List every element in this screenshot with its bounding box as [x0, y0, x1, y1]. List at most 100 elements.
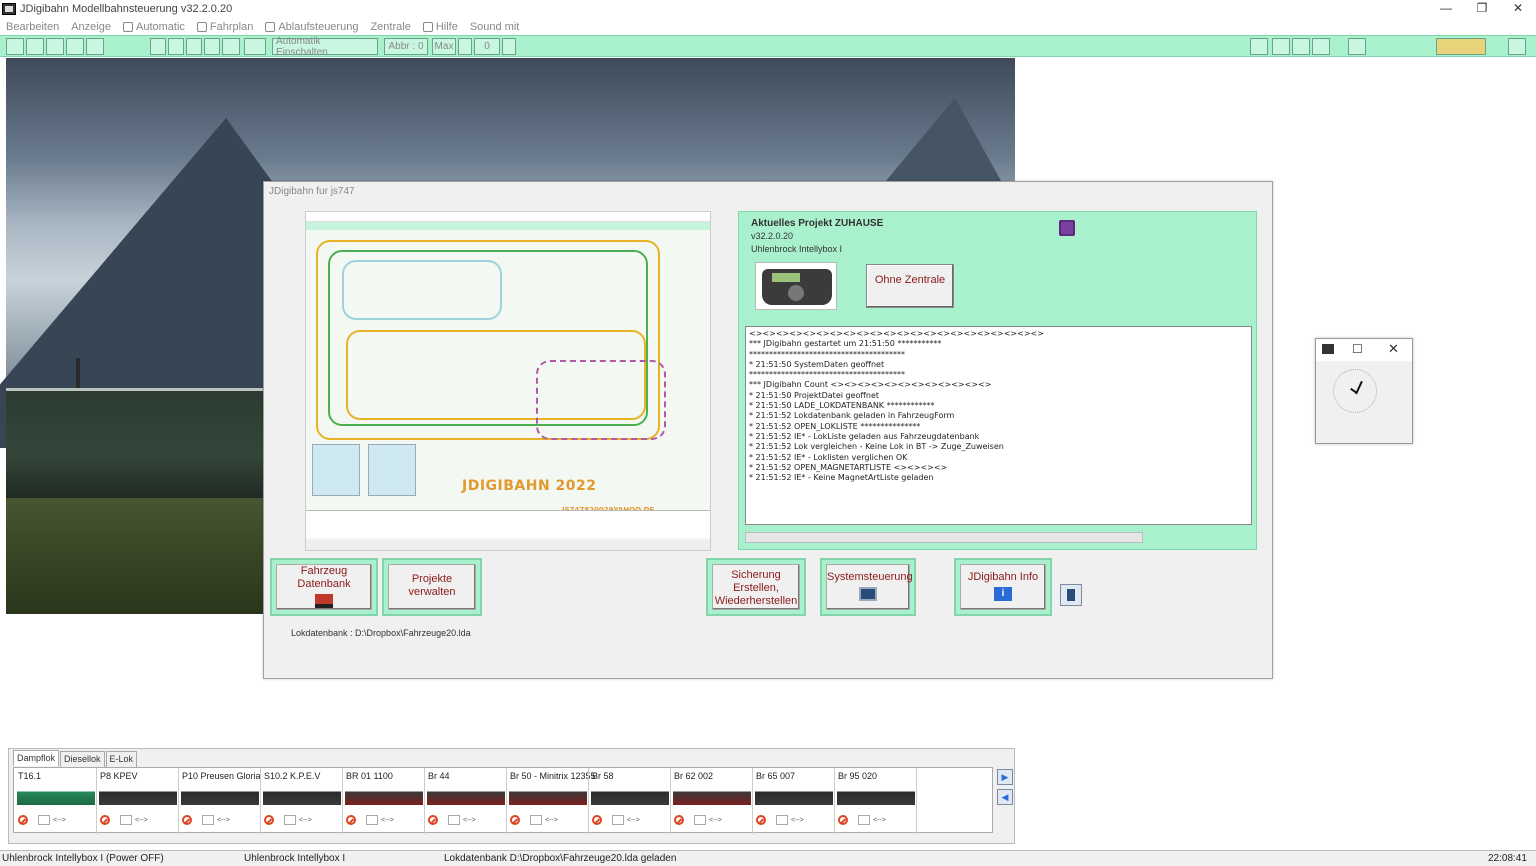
loco-card[interactable]: P8 KPEV<-->: [98, 768, 179, 834]
track-icon[interactable]: [46, 38, 64, 55]
function-icon[interactable]: [612, 815, 624, 825]
loco-image[interactable]: [17, 783, 95, 811]
copy-icon[interactable]: [168, 38, 184, 55]
function-icon[interactable]: [120, 815, 132, 825]
exit-icon[interactable]: [1060, 584, 1082, 606]
loco-card[interactable]: Br 58<-->: [590, 768, 671, 834]
menu-bearbeiten[interactable]: Bearbeiten: [6, 21, 59, 33]
book-icon[interactable]: [1250, 38, 1268, 55]
function-icon[interactable]: [530, 815, 542, 825]
direction-toggle[interactable]: <-->: [53, 816, 66, 824]
function-icon[interactable]: [776, 815, 788, 825]
chart-icon[interactable]: [1292, 38, 1310, 55]
direction-toggle[interactable]: <-->: [381, 816, 394, 824]
menu-hilfe[interactable]: Hilfe: [422, 21, 458, 33]
stop-icon[interactable]: [510, 815, 520, 825]
exit-toolbar-icon[interactable]: [1508, 38, 1526, 55]
fahrzeug-datenbank-button[interactable]: Fahrzeug Datenbank: [270, 558, 378, 616]
menu-zentrale[interactable]: Zentrale: [370, 21, 410, 33]
loco-tab[interactable]: E-Lok: [105, 751, 138, 767]
stop-icon[interactable]: [838, 815, 848, 825]
signal-icon[interactable]: [66, 38, 84, 55]
direction-toggle[interactable]: <-->: [463, 816, 476, 824]
loco-card[interactable]: S10.2 K.P.E.V<-->: [262, 768, 343, 834]
loco-image[interactable]: [591, 783, 669, 811]
direction-toggle[interactable]: <-->: [627, 816, 640, 824]
filter-icon[interactable]: [1272, 38, 1290, 55]
blank2-icon[interactable]: [1348, 38, 1366, 55]
loco-tab[interactable]: Dampflok: [13, 750, 60, 766]
function-icon[interactable]: [202, 815, 214, 825]
loco-image[interactable]: [427, 783, 505, 811]
maximize-icon[interactable]: ☐: [1352, 342, 1363, 356]
function-icon[interactable]: [858, 815, 870, 825]
loco-image[interactable]: [509, 783, 587, 811]
systemsteuerung-button[interactable]: Systemsteuerung: [820, 558, 916, 616]
restore-button[interactable]: ❐: [1476, 1, 1488, 15]
loco-image[interactable]: [837, 783, 915, 811]
stop-icon[interactable]: [756, 815, 766, 825]
automatik-button[interactable]: Automatik Einschalten: [272, 36, 378, 58]
scroll-left-arrow-icon[interactable]: ◀: [997, 789, 1013, 805]
loco-image[interactable]: [755, 783, 833, 811]
stop-icon[interactable]: [346, 815, 356, 825]
loco-card[interactable]: Br 50 - Minitrix 12355<-->: [508, 768, 596, 834]
loco-image[interactable]: [263, 783, 341, 811]
menu-automatic[interactable]: Automatic: [122, 21, 185, 33]
max-up-icon[interactable]: [502, 38, 516, 55]
loco-card[interactable]: P10 Preusen Gloria<-->: [180, 768, 261, 834]
close-button[interactable]: ✕: [1512, 1, 1524, 15]
book-icon[interactable]: [1059, 220, 1075, 236]
menu-sound[interactable]: Sound mit: [470, 21, 520, 33]
stop-icon[interactable]: [182, 815, 192, 825]
intellybox-image[interactable]: [755, 262, 837, 310]
route-icon[interactable]: [222, 38, 240, 55]
direction-toggle[interactable]: <-->: [709, 816, 722, 824]
direction-toggle[interactable]: <-->: [873, 816, 886, 824]
loco-image[interactable]: [181, 783, 259, 811]
projekte-verwalten-button[interactable]: Projekte verwalten: [382, 558, 482, 616]
max-value[interactable]: 0: [474, 38, 500, 55]
loco-card[interactable]: Br 95 020<-->: [836, 768, 917, 834]
menu-ablaufsteuerung[interactable]: Ablaufsteuerung: [265, 21, 358, 33]
stop-icon[interactable]: [428, 815, 438, 825]
loco-image[interactable]: [673, 783, 751, 811]
minimize-button[interactable]: —: [1440, 1, 1452, 15]
function-icon[interactable]: [694, 815, 706, 825]
stop-icon[interactable]: [100, 815, 110, 825]
function-icon[interactable]: [448, 815, 460, 825]
loco-tab[interactable]: Diesellok: [60, 751, 105, 767]
menu-anzeige[interactable]: Anzeige: [71, 21, 111, 33]
loco-card[interactable]: Br 65 007<-->: [754, 768, 835, 834]
stop-icon[interactable]: [264, 815, 274, 825]
loco-card[interactable]: T16.1<-->: [16, 768, 97, 834]
switch-icon[interactable]: [86, 38, 104, 55]
sicherung-button[interactable]: Sicherung Erstellen, Wiederherstellen: [706, 558, 806, 616]
mode-icon[interactable]: [244, 38, 266, 55]
scroll-right-arrow-icon[interactable]: ▶: [997, 769, 1013, 785]
close-icon[interactable]: ✕: [1388, 341, 1399, 356]
loco-card[interactable]: Br 62 002<-->: [672, 768, 753, 834]
direction-toggle[interactable]: <-->: [791, 816, 804, 824]
table-icon[interactable]: [186, 38, 202, 55]
blank-icon[interactable]: [1312, 38, 1330, 55]
stop-icon[interactable]: [674, 815, 684, 825]
edit-icon[interactable]: [150, 38, 166, 55]
layout-icon[interactable]: [6, 38, 24, 55]
direction-toggle[interactable]: <-->: [217, 816, 230, 824]
ohne-zentrale-button[interactable]: Ohne Zentrale: [866, 264, 954, 308]
loco-card[interactable]: BR 01 1100<-->: [344, 768, 425, 834]
max-down-icon[interactable]: [458, 38, 472, 55]
direction-toggle[interactable]: <-->: [545, 816, 558, 824]
stop-icon[interactable]: [592, 815, 602, 825]
function-icon[interactable]: [284, 815, 296, 825]
jdigibahn-info-button[interactable]: JDigibahn Info i: [954, 558, 1052, 616]
stop-icon[interactable]: [18, 815, 28, 825]
function-icon[interactable]: [38, 815, 50, 825]
record-icon[interactable]: [204, 38, 220, 55]
loco-image[interactable]: [345, 783, 423, 811]
loco-card[interactable]: Br 44<-->: [426, 768, 507, 834]
direction-toggle[interactable]: <-->: [299, 816, 312, 824]
direction-toggle[interactable]: <-->: [135, 816, 148, 824]
menu-fahrplan[interactable]: Fahrplan: [196, 21, 253, 33]
